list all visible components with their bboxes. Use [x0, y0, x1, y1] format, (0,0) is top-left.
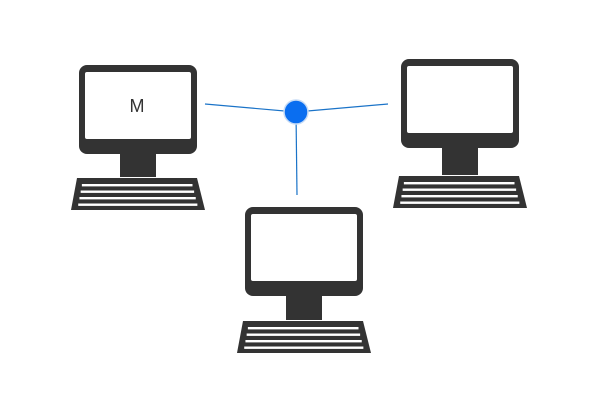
keyboard-row [247, 327, 359, 330]
computer-bottom [237, 207, 371, 353]
keyboard-row [244, 346, 364, 349]
monitor-stand [442, 148, 478, 175]
keyboard-row [246, 333, 361, 336]
links-layer [204, 103, 389, 196]
keyboard-row [78, 203, 198, 206]
monitor-screen [407, 66, 513, 133]
keyboard-row [403, 182, 515, 185]
link-computer-right [295, 103, 389, 113]
keyboard-row [80, 190, 195, 193]
monitor-stand [286, 296, 322, 320]
screen-label: M [130, 96, 145, 116]
computer-left: M [71, 65, 205, 210]
monitor-stand [120, 154, 156, 177]
keyboard-row [400, 201, 520, 204]
monitor-screen [85, 72, 191, 139]
keyboard-row [402, 188, 517, 191]
computer-right [393, 59, 527, 208]
keyboard-row [245, 340, 362, 343]
computers-layer: M [71, 59, 527, 353]
hub-layer [283, 99, 309, 125]
keyboard-row [79, 197, 196, 200]
keyboard-row [401, 195, 518, 198]
network-hub [283, 99, 309, 125]
link-computer-bottom [295, 111, 298, 196]
keyboard-row [81, 184, 193, 187]
monitor-screen [251, 214, 357, 281]
link-computer-left [204, 103, 297, 113]
